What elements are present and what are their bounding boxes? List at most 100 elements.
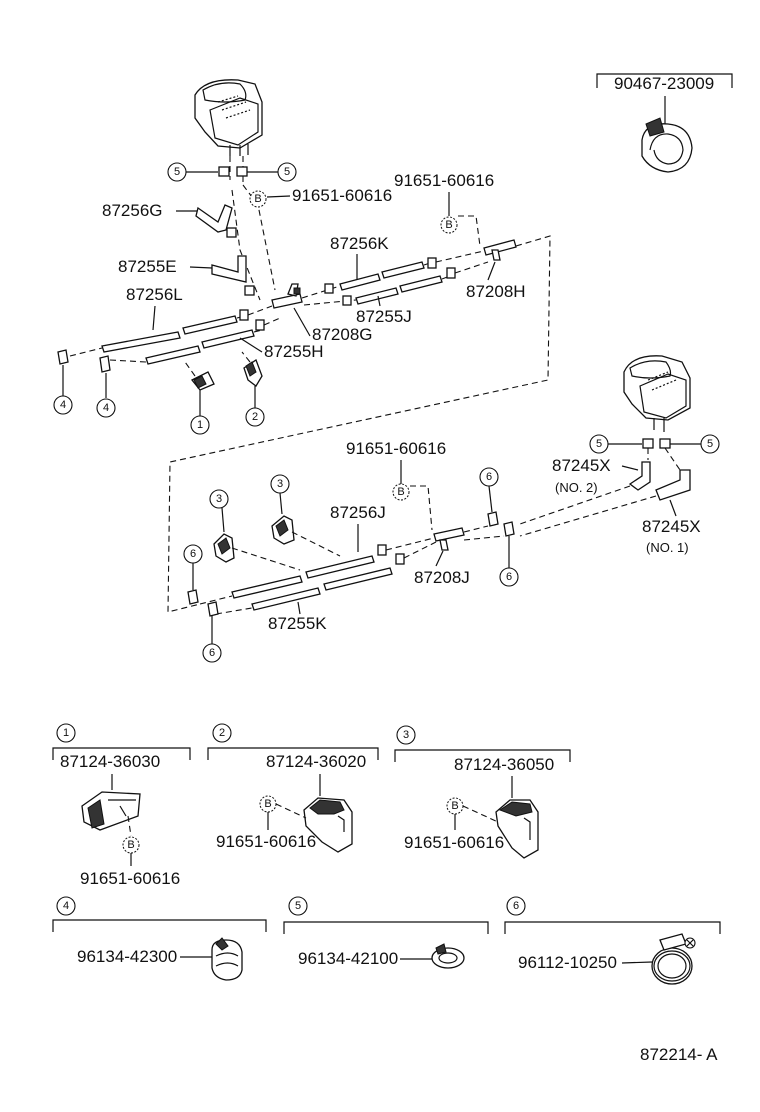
clip-96134-42100-icon	[431, 943, 465, 969]
clamp-4-upper-a	[57, 349, 69, 365]
svg-text:1: 1	[63, 727, 69, 739]
hose-87255E	[211, 255, 247, 283]
callout-5-lower-left: 5	[589, 434, 609, 454]
part-label-91651-60616-detail-2: 91651-60616	[216, 832, 316, 851]
clamp-5-upper-a	[218, 166, 230, 177]
svg-text:1: 1	[197, 419, 203, 431]
callout-6-lower-top: 6	[479, 467, 499, 487]
part-label-87255J: 87255J	[356, 307, 412, 326]
legend-detail-6: 6 96112-10250	[504, 896, 721, 985]
callout-3-lower-b: 3	[270, 474, 290, 494]
part-label-87256K: 87256K	[330, 234, 389, 253]
part-label-87256L: 87256L	[126, 285, 183, 304]
svg-text:B: B	[254, 193, 261, 205]
joint-87208J	[433, 527, 465, 551]
joint-87208G	[271, 283, 303, 309]
svg-text:B: B	[451, 800, 458, 812]
clamp-lower-pipe-a	[377, 544, 387, 556]
callout-6-lower-right: 6	[499, 567, 519, 587]
pipe-87256J	[231, 555, 375, 599]
part-label-91651-60616-detail-1: 91651-60616	[80, 869, 180, 888]
legend-detail-4: 4 96134-42300	[52, 896, 267, 981]
svg-text:5: 5	[174, 166, 180, 178]
hose-clamp-96112-10250-icon	[651, 933, 696, 985]
callout-5-upper-right: 5	[277, 162, 297, 182]
clamp-mid-a	[324, 283, 334, 294]
clamp-4-upper-b	[99, 355, 111, 373]
clamp-5-lower-b	[659, 438, 671, 449]
part-label-87255H: 87255H	[264, 342, 324, 361]
hose-87245X-no2	[628, 461, 651, 491]
svg-text:6: 6	[209, 647, 215, 659]
part-label-87245X-no2: 87245X	[552, 456, 611, 475]
clamp-5-lower-a	[642, 438, 654, 449]
legend-detail-1: 1 87124-36030 B 91651-60616	[52, 723, 191, 888]
svg-text:B: B	[397, 486, 404, 498]
svg-text:3: 3	[277, 478, 283, 490]
clamp-87124-36050	[495, 799, 539, 859]
callout-2-upper: 2	[245, 407, 265, 427]
svg-text:B: B	[127, 839, 134, 851]
clamp-6-lower-d	[207, 601, 219, 617]
part-label-87245X-no2-sub: (NO. 2)	[555, 480, 598, 495]
part-label-96134-42100: 96134-42100	[298, 949, 398, 968]
svg-text:3: 3	[216, 493, 222, 505]
part-label-87208J: 87208J	[414, 568, 470, 587]
callout-5-lower-right: 5	[700, 434, 720, 454]
part-label-91651-60616-upper: 91651-60616	[292, 186, 392, 205]
clamp-6-lower-c	[187, 589, 199, 605]
part-label-87256J: 87256J	[330, 503, 386, 522]
pipe-87256K	[339, 261, 425, 291]
joint-87208H	[483, 239, 517, 261]
clamp-mid-c	[427, 257, 437, 269]
svg-text:5: 5	[596, 438, 602, 450]
pipe-87255J	[355, 275, 443, 305]
part-label-90467-23009: 90467-23009	[614, 74, 714, 93]
svg-text:4: 4	[60, 399, 66, 411]
clip-96134-42300-icon	[211, 937, 243, 981]
clamp-upper-small	[226, 227, 237, 238]
clamp-mid-d	[446, 267, 456, 279]
part-label-91651-60616-mid: 91651-60616	[394, 171, 494, 190]
part-label-96112-10250: 96112-10250	[518, 953, 617, 972]
callout-3-lower-a: 3	[209, 489, 229, 509]
callout-b-upper: B	[249, 190, 267, 208]
clamp-mid-b	[342, 295, 352, 306]
clamp-6-lower-b	[503, 521, 515, 537]
part-label-91651-60616-lower: 91651-60616	[346, 439, 446, 458]
svg-text:6: 6	[506, 571, 512, 583]
heater-unit-lower	[623, 355, 691, 432]
clamp-6-lower-a	[487, 511, 499, 527]
callout-4-upper-right: 4	[96, 398, 116, 418]
svg-text:6: 6	[190, 548, 196, 560]
callout-4-upper-left: 4	[53, 395, 73, 415]
clamp-upper-pipe-a	[239, 309, 249, 321]
part-label-87255E: 87255E	[118, 257, 177, 276]
part-label-87245X-no1-sub: (NO. 1)	[646, 540, 689, 555]
part-label-87245X-no1: 87245X	[642, 517, 701, 536]
part-label-87208H: 87208H	[466, 282, 526, 301]
callout-5-upper-left: 5	[167, 162, 187, 182]
hose-87256G	[195, 204, 233, 233]
svg-text:B: B	[264, 798, 271, 810]
svg-text:6: 6	[513, 900, 519, 912]
part-label-87124-36050: 87124-36050	[454, 755, 554, 774]
diagram-code: 872214- A	[640, 1045, 718, 1064]
svg-text:4: 4	[63, 900, 69, 912]
part-label-91651-60616-detail-3: 91651-60616	[404, 833, 504, 852]
svg-text:2: 2	[252, 411, 258, 423]
svg-text:5: 5	[284, 166, 290, 178]
callout-6-lower-left: 6	[183, 544, 203, 564]
part-label-87124-36020: 87124-36020	[266, 752, 366, 771]
svg-text:4: 4	[103, 402, 109, 414]
clamp-90467-group: 90467-23009	[596, 73, 733, 173]
clamp-lower-pipe-b	[395, 553, 405, 565]
part-label-87256G: 87256G	[102, 201, 163, 220]
hose-87245X-no1	[655, 469, 691, 501]
part-label-96134-42300: 96134-42300	[77, 947, 177, 966]
svg-text:5: 5	[295, 900, 301, 912]
pipe-87255H	[145, 329, 255, 365]
clamp-87255E	[244, 285, 255, 296]
svg-text:3: 3	[403, 729, 409, 741]
